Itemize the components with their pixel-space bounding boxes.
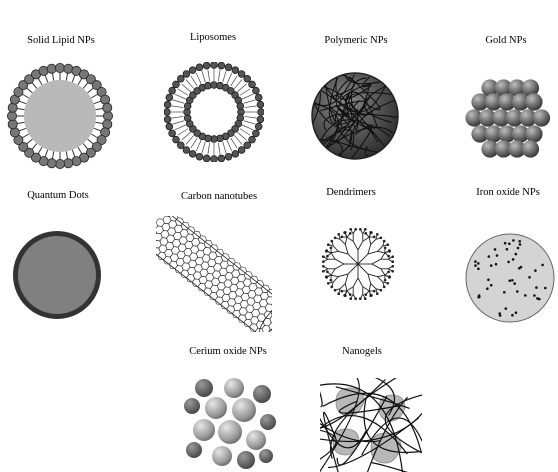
iron-oxide-nanoparticle-icon <box>464 232 556 324</box>
label-polymeric-nps: Polymeric NPs <box>324 35 387 46</box>
label-dendrimers: Dendrimers <box>326 187 376 198</box>
polymeric-nanoparticle-icon <box>309 70 401 162</box>
label-carbon-nanotubes: Carbon nanotubes <box>181 191 257 202</box>
label-cerium-oxide-nps: Cerium oxide NPs <box>189 346 267 357</box>
label-liposomes: Liposomes <box>190 32 236 43</box>
dendrimer-icon <box>302 208 414 320</box>
label-iron-oxide-nps: Iron oxide NPs <box>476 187 540 198</box>
cerium-oxide-nanoparticle-icon <box>180 374 280 472</box>
label-solid-lipid-nps: Solid Lipid NPs <box>27 35 95 46</box>
label-quantum-dots: Quantum Dots <box>27 190 89 201</box>
quantum-dot-icon <box>10 228 104 322</box>
solid-lipid-nanoparticle-icon <box>6 60 114 172</box>
nanogel-icon <box>320 378 422 472</box>
gold-nanoparticle-icon <box>460 78 556 162</box>
label-gold-nps: Gold NPs <box>485 35 526 46</box>
label-nanogels: Nanogels <box>342 346 382 357</box>
liposome-icon <box>164 62 264 162</box>
carbon-nanotube-icon <box>156 216 272 332</box>
